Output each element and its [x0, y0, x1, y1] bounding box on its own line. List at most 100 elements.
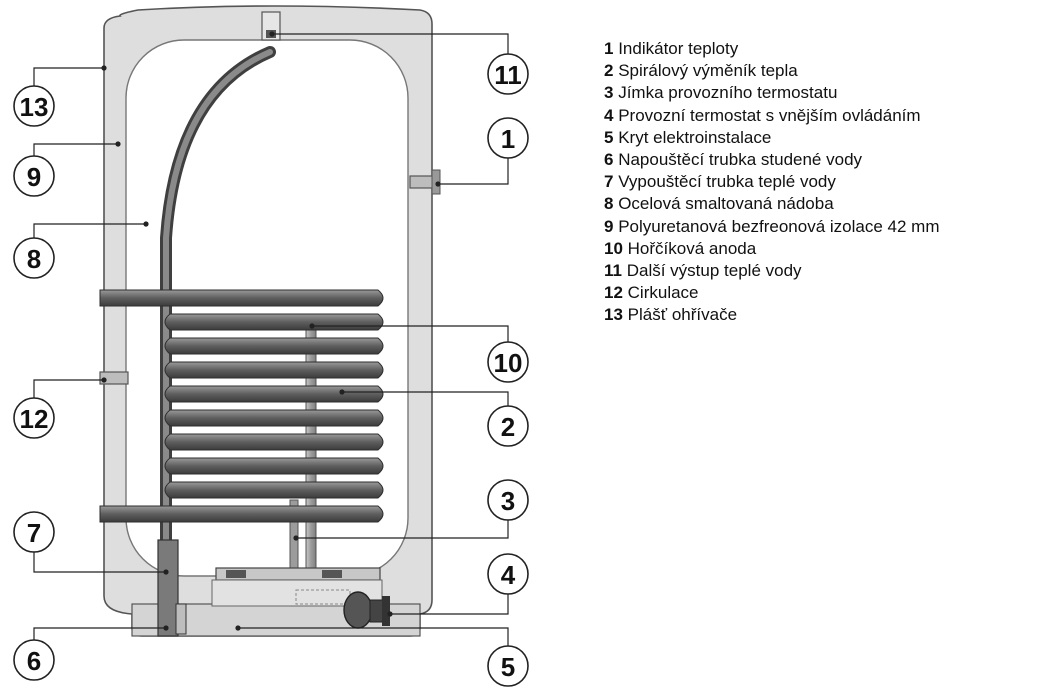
callout-9: 9 [27, 162, 41, 192]
callout-6-circle [13, 639, 55, 681]
pipe-fitting [175, 603, 187, 635]
leader-2 [342, 391, 509, 408]
legend-label: Napouštěcí trubka studené vody [618, 150, 863, 170]
legend-item: 7 Vypouštěcí trubka teplé vody [604, 171, 940, 193]
leader-7 [33, 550, 166, 573]
leader-9 [33, 143, 118, 158]
legend-label: Vypouštěcí trubka teplé vody [618, 172, 836, 192]
legend-label: Ocelová smaltovaná nádoba [618, 194, 834, 214]
coil-turn [164, 457, 384, 475]
thermostat-shaft [369, 599, 385, 623]
legend-number: 6 [604, 150, 614, 170]
callout-11-circle [487, 53, 529, 95]
legend-item: 5 Kryt elektroinstalace [604, 127, 940, 149]
flange-bolt-left [226, 570, 246, 578]
legend-number: 7 [604, 172, 614, 192]
leader-8 [33, 223, 146, 240]
callout-2: 2 [501, 412, 515, 442]
hot-water-pipe-highlight [163, 49, 273, 631]
callout-5-circle [487, 645, 529, 687]
legend-label: Kryt elektroinstalace [618, 127, 772, 147]
leader-11 [272, 33, 509, 56]
legend-label: Indikátor teploty [618, 39, 739, 58]
legend-number: 3 [604, 83, 614, 103]
coil-turn [164, 313, 384, 331]
legend-item: 9 Polyuretanová bezfreonová izolace 42 m… [604, 216, 940, 238]
callout-7-circle [13, 511, 55, 553]
leader-4 [390, 592, 509, 615]
coil-turn [164, 361, 384, 379]
callout-1-circle [487, 117, 529, 159]
legend-number: 1 [604, 39, 614, 58]
legend-number: 10 [604, 238, 623, 258]
coil-turn [164, 409, 384, 427]
legend-number: 11 [604, 261, 622, 281]
legend-number: 13 [604, 305, 623, 325]
leader-6 [33, 627, 166, 642]
legend-label: Další výstup teplé vody [626, 261, 802, 281]
callout-9-circle [13, 155, 55, 197]
legend-number: 12 [604, 283, 623, 303]
callout-10: 10 [494, 348, 523, 378]
legend: 1 Indikátor teploty 2 Spirálový výměník … [604, 38, 940, 327]
circulation-port [99, 371, 129, 385]
callout-13-circle [13, 85, 55, 127]
callout-10-circle [487, 341, 529, 383]
indicator-cap [431, 169, 441, 195]
legend-number: 4 [604, 105, 614, 125]
legend-number: 8 [604, 194, 614, 214]
coil-turn [99, 505, 384, 523]
legend-label: Plášť ohřívače [627, 305, 738, 325]
legend-item: 4 Provozní termostat s vnějším ovládáním [604, 105, 940, 127]
callout-1: 1 [501, 124, 515, 154]
legend-label: Jímka provozního termostatu [618, 83, 838, 103]
legend-label: Polyuretanová bezfreonová izolace 42 mm [618, 216, 940, 236]
legend-item: 2 Spirálový výměník tepla [604, 60, 940, 82]
legend-item: 11 Další výstup teplé vody [604, 260, 940, 282]
legend-item: 8 Ocelová smaltovaná nádoba [604, 193, 940, 215]
callout-8: 8 [27, 244, 41, 274]
callout-4: 4 [501, 560, 516, 590]
callout-12-circle [13, 397, 55, 439]
legend-number: 5 [604, 127, 614, 147]
leader-1 [438, 156, 509, 185]
callout-6: 6 [27, 646, 41, 676]
legend-label: Hořčíková anoda [627, 238, 757, 258]
callout-circles [13, 53, 529, 687]
legend-item: 13 Plášť ohřívače [604, 304, 940, 326]
callout-2-circle [487, 405, 529, 447]
leader-13 [33, 67, 104, 88]
legend-number: 2 [604, 61, 614, 81]
legend-number: 9 [604, 216, 614, 236]
coil-turn [164, 337, 384, 355]
callout-12: 12 [20, 404, 49, 434]
legend-label: Provozní termostat s vnějším ovládáním [618, 105, 921, 125]
legend-item: 6 Napouštěcí trubka studené vody [604, 149, 940, 171]
leader-3 [296, 518, 509, 539]
thermostat-cap [382, 596, 390, 626]
callout-7: 7 [27, 518, 41, 548]
legend-item: 10 Hořčíková anoda [604, 238, 940, 260]
cold-water-pipe [157, 539, 179, 637]
thermostat-knob [343, 591, 373, 629]
legend-label: Cirkulace [627, 283, 699, 303]
leader-dots [101, 31, 441, 631]
callout-13: 13 [20, 92, 49, 122]
callout-4-circle [487, 553, 529, 595]
coil-turn [164, 433, 384, 451]
leader-12 [33, 379, 104, 400]
leader-5 [238, 627, 509, 648]
leader-10 [312, 325, 509, 344]
callout-11: 11 [494, 60, 522, 90]
coil-turn [99, 289, 384, 307]
leader-lines [33, 33, 509, 648]
legend-label: Spirálový výměník tepla [618, 61, 798, 81]
callout-8-circle [13, 237, 55, 279]
callout-3: 3 [501, 486, 515, 516]
flange-bolt-right [322, 570, 342, 578]
callout-3-circle [487, 479, 529, 521]
legend-item: 1 Indikátor teploty [604, 38, 940, 60]
legend-item: 3 Jímka provozního termostatu [604, 82, 940, 104]
coil-turn [164, 385, 384, 403]
